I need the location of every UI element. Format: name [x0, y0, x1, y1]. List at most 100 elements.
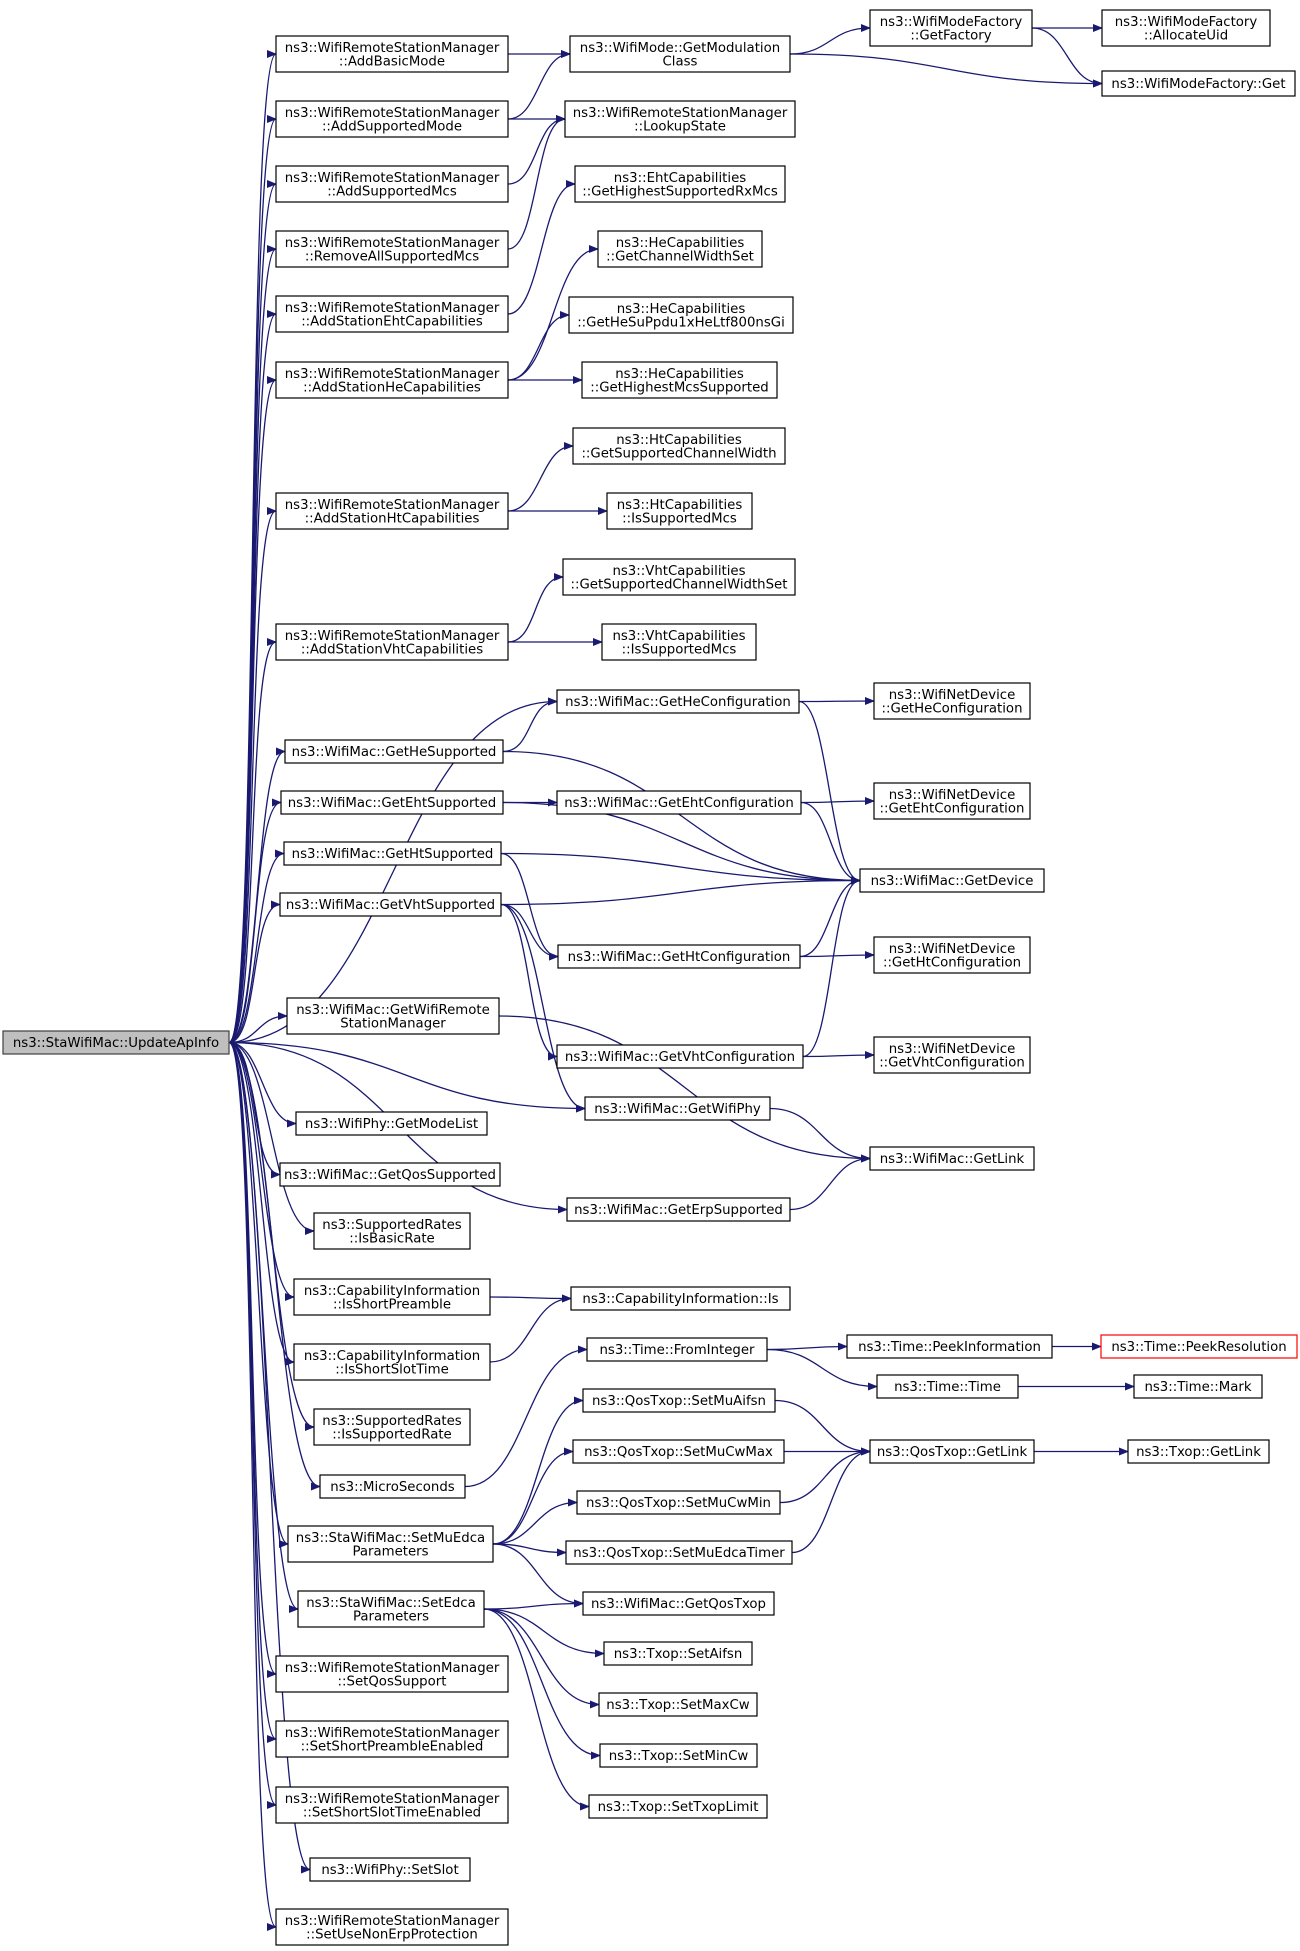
graph-node-root[interactable]: ns3::StaWifiMac::UpdateApInfo	[2, 1030, 230, 1055]
graph-node-addsupmode[interactable]: ns3::WifiRemoteStationManager::AddSuppor…	[275, 100, 509, 138]
graph-node-getdevice[interactable]: ns3::WifiMac::GetDevice	[859, 868, 1045, 893]
node-label: ns3::Time::FromInteger	[599, 1343, 755, 1358]
graph-node-ehthighest[interactable]: ns3::EhtCapabilities::GetHighestSupporte…	[574, 165, 786, 203]
edge-root-to-setmuedca	[228, 1041, 289, 1548]
graph-node-vhtsupp[interactable]: ns3::WifiMac::GetVhtSupported	[279, 892, 502, 917]
graph-node-htsupp[interactable]: ns3::WifiMac::GetHtSupported	[283, 841, 502, 866]
node-box	[275, 1720, 509, 1758]
graph-node-hehighest[interactable]: ns3::HeCapabilities::GetHighestMcsSuppor…	[581, 361, 778, 399]
graph-node-allocuid[interactable]: ns3::WifiModeFactory::AllocateUid	[1101, 9, 1271, 47]
graph-node-setshortpre[interactable]: ns3::WifiRemoteStationManager::SetShortP…	[275, 1720, 509, 1758]
node-label: ::IsSupportedMcs	[622, 642, 737, 657]
graph-node-ehtsupp[interactable]: ns3::WifiMac::GetEhtSupported	[280, 790, 504, 815]
graph-node-setqos[interactable]: ns3::WifiRemoteStationManager::SetQosSup…	[275, 1655, 509, 1693]
graph-node-setmaxcw[interactable]: ns3::Txop::SetMaxCw	[598, 1692, 758, 1717]
graph-node-getheconf[interactable]: ns3::WifiMac::GetHeConfiguration	[556, 689, 800, 714]
node-box	[574, 165, 786, 203]
graph-node-setshortslot[interactable]: ns3::WifiRemoteStationManager::SetShortS…	[275, 1786, 509, 1824]
graph-node-mucwmin[interactable]: ns3::QosTxop::SetMuCwMin	[576, 1490, 781, 1515]
graph-node-setmincw[interactable]: ns3::Txop::SetMinCw	[599, 1743, 758, 1768]
graph-node-setslot[interactable]: ns3::WifiPhy::SetSlot	[309, 1857, 471, 1882]
graph-node-fromint[interactable]: ns3::Time::FromInteger	[586, 1337, 768, 1362]
graph-node-vhtchw[interactable]: ns3::VhtCapabilities::GetSupportedChanne…	[562, 558, 796, 596]
graph-node-erpsupp[interactable]: ns3::WifiMac::GetErpSupported	[566, 1197, 791, 1222]
node-box	[275, 1908, 509, 1946]
node-label: ns3::WifiRemoteStationManager	[285, 236, 500, 251]
graph-node-muedcatimer[interactable]: ns3::QosTxop::SetMuEdcaTimer	[565, 1540, 793, 1565]
graph-node-getphy[interactable]: ns3::WifiMac::GetWifiPhy	[584, 1096, 771, 1121]
graph-node-getlink[interactable]: ns3::WifiMac::GetLink	[869, 1146, 1035, 1171]
graph-node-addbasic[interactable]: ns3::WifiRemoteStationManager::AddBasicM…	[275, 35, 509, 73]
graph-node-muaifsn[interactable]: ns3::QosTxop::SetMuAifsn	[582, 1388, 776, 1413]
graph-node-issuprate[interactable]: ns3::SupportedRates::IsSupportedRate	[313, 1408, 471, 1446]
graph-node-setnonerp[interactable]: ns3::WifiRemoteStationManager::SetUseNon…	[275, 1908, 509, 1946]
node-box	[283, 841, 502, 866]
graph-node-lookup[interactable]: ns3::WifiRemoteStationManager::LookupSta…	[564, 100, 796, 138]
graph-node-getehtconf[interactable]: ns3::WifiMac::GetEhtConfiguration	[556, 790, 802, 815]
graph-node-shortpre[interactable]: ns3::CapabilityInformation::IsShortPream…	[293, 1278, 491, 1316]
graph-node-netvhtconf[interactable]: ns3::WifiNetDevice::GetVhtConfiguration	[873, 1036, 1031, 1074]
graph-node-peekres[interactable]: ns3::Time::PeekResolution	[1100, 1334, 1298, 1359]
graph-node-isbasic[interactable]: ns3::SupportedRates::IsBasicRate	[313, 1212, 471, 1250]
graph-node-getrsm[interactable]: ns3::WifiMac::GetWifiRemoteStationManage…	[286, 997, 500, 1035]
graph-node-vhtmcs[interactable]: ns3::VhtCapabilities::IsSupportedMcs	[601, 623, 757, 661]
graph-node-htchw[interactable]: ns3::HtCapabilities::GetSupportedChannel…	[572, 427, 786, 465]
node-label: ns3::CapabilityInformation	[304, 1284, 480, 1299]
graph-node-hesupp[interactable]: ns3::WifiMac::GetHeSupported	[284, 739, 504, 764]
graph-node-getvhtconf[interactable]: ns3::WifiMac::GetVhtConfiguration	[556, 1044, 804, 1069]
graph-node-remallmcs[interactable]: ns3::WifiRemoteStationManager::RemoveAll…	[275, 230, 509, 268]
edge-micro-to-fromint	[464, 1345, 588, 1488]
edge-root-to-qossupp	[228, 1041, 281, 1179]
node-label: ::AllocateUid	[1144, 28, 1228, 43]
node-label: ::GetHtConfiguration	[883, 955, 1021, 970]
graph-node-getfactory[interactable]: ns3::WifiModeFactory::GetFactory	[869, 9, 1033, 47]
graph-node-setaifsn[interactable]: ns3::Txop::SetAifsn	[603, 1641, 753, 1666]
graph-node-factoryget[interactable]: ns3::WifiModeFactory::Get	[1101, 70, 1296, 97]
node-label: ::RemoveAllSupportedMcs	[305, 249, 479, 264]
node-label: ns3::Time::Time	[894, 1380, 1001, 1395]
graph-node-addeht[interactable]: ns3::WifiRemoteStationManager::AddStatio…	[275, 295, 509, 333]
edge-root-to-setnonerp	[228, 1041, 277, 1931]
graph-node-settxoplimit[interactable]: ns3::Txop::SetTxopLimit	[588, 1794, 768, 1819]
node-label: ns3::Time::PeekInformation	[858, 1340, 1041, 1355]
graph-node-mark[interactable]: ns3::Time::Mark	[1133, 1374, 1263, 1399]
graph-node-addhe[interactable]: ns3::WifiRemoteStationManager::AddStatio…	[275, 361, 509, 399]
graph-node-addvht[interactable]: ns3::WifiRemoteStationManager::AddStatio…	[275, 623, 509, 661]
node-label: ::LookupState	[634, 119, 726, 134]
graph-node-netehtconf[interactable]: ns3::WifiNetDevice::GetEhtConfiguration	[873, 782, 1031, 820]
graph-node-hechw[interactable]: ns3::HeCapabilities::GetChannelWidthSet	[597, 230, 763, 268]
edge-addeht-to-ehthighest	[507, 180, 576, 315]
graph-node-getqostxop[interactable]: ns3::WifiMac::GetQosTxop	[582, 1591, 775, 1616]
graph-node-netheconf[interactable]: ns3::WifiNetDevice::GetHeConfiguration	[873, 682, 1031, 720]
node-label: ns3::WifiPhy::SetSlot	[321, 1863, 458, 1878]
graph-node-modelist[interactable]: ns3::WifiPhy::GetModeList	[295, 1111, 488, 1136]
node-box	[1100, 1334, 1298, 1359]
graph-node-addht[interactable]: ns3::WifiRemoteStationManager::AddStatio…	[275, 492, 509, 530]
edge-root-to-addht	[228, 507, 277, 1044]
edge-setedca-to-setmaxcw	[483, 1608, 600, 1709]
graph-node-shortslot[interactable]: ns3::CapabilityInformation::IsShortSlotT…	[293, 1343, 491, 1381]
graph-node-peekinfo[interactable]: ns3::Time::PeekInformation	[846, 1334, 1053, 1359]
graph-node-addsupmcs[interactable]: ns3::WifiRemoteStationManager::AddSuppor…	[275, 165, 509, 203]
graph-node-hesu[interactable]: ns3::HeCapabilities::GetHeSuPpdu1xHeLtf8…	[568, 296, 794, 334]
graph-node-capis[interactable]: ns3::CapabilityInformation::Is	[570, 1286, 791, 1311]
graph-node-qossupp[interactable]: ns3::WifiMac::GetQosSupported	[279, 1162, 501, 1187]
graph-node-mucwmax[interactable]: ns3::QosTxop::SetMuCwMax	[572, 1439, 785, 1464]
node-box	[562, 558, 796, 596]
edge-gethtconf-to-getdevice	[799, 876, 861, 958]
graph-node-gethtconf[interactable]: ns3::WifiMac::GetHtConfiguration	[557, 944, 801, 969]
node-label: ns3::SupportedRates	[322, 1218, 461, 1233]
edge-setmuedca-to-mucwmin	[492, 1498, 578, 1545]
graph-node-qosgetlink[interactable]: ns3::QosTxop::GetLink	[869, 1439, 1035, 1464]
graph-node-htmcs[interactable]: ns3::HtCapabilities::IsSupportedMcs	[606, 492, 753, 530]
edge-getrsm-to-getlink	[498, 1015, 871, 1163]
graph-node-micro[interactable]: ns3::MicroSeconds	[319, 1474, 466, 1499]
graph-node-time[interactable]: ns3::Time::Time	[876, 1374, 1019, 1399]
node-box	[556, 689, 800, 714]
node-label: ns3::HeCapabilities	[617, 302, 746, 317]
graph-node-nethtconf[interactable]: ns3::WifiNetDevice::GetHtConfiguration	[873, 936, 1031, 974]
graph-node-txopgetlink[interactable]: ns3::Txop::GetLink	[1127, 1439, 1270, 1464]
